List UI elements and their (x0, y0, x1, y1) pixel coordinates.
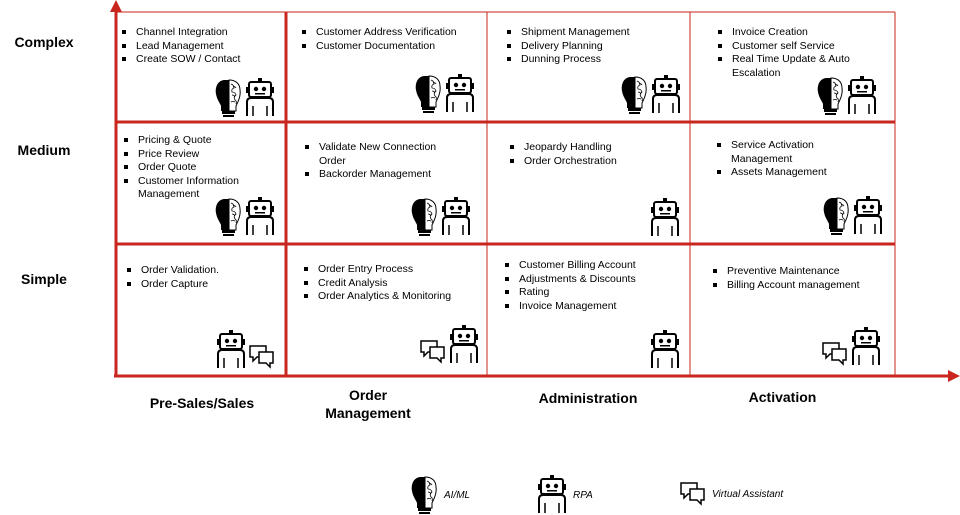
list-item: Create SOW / Contact (120, 53, 284, 67)
cell-complex-admin: Shipment Management Delivery Planning Du… (505, 26, 685, 67)
list-item: Customer Address Verification (300, 26, 485, 40)
list-item: Shipment Management (505, 26, 685, 40)
list-item: Jeopardy Handling (508, 141, 683, 155)
list-item: Billing Account management (711, 279, 891, 293)
cell-icons (650, 198, 680, 238)
cell-simple-admin: Customer Billing Account Adjustments & D… (503, 259, 683, 313)
row-label-medium: Medium (17, 142, 71, 158)
list-item: Customer Billing Account (503, 259, 683, 273)
cell-complex-activation: Invoice Creation Customer self Service R… (716, 26, 891, 80)
virtual-assistant-icon (680, 482, 705, 505)
rpa-robot-icon (851, 327, 881, 366)
list-item: Order Orchestration (508, 155, 683, 169)
legend-label-aiml: AI/ML (444, 489, 471, 501)
cell-icons (410, 197, 471, 237)
cell-complex-order: Customer Address Verification Customer D… (300, 26, 485, 53)
rpa-robot-icon (441, 197, 471, 236)
cell-icons (816, 76, 877, 116)
list-item: Order Validation. (125, 264, 283, 278)
col-label-administration: Administration (538, 390, 638, 406)
cell-medium-order: Validate New Connection Order Backorder … (303, 141, 453, 182)
ai-ml-icon (215, 79, 241, 118)
rpa-robot-icon (216, 330, 246, 369)
ai-ml-icon (215, 198, 241, 237)
rpa-robot-icon (537, 475, 567, 514)
list-item: Backorder Management (303, 168, 453, 182)
row-label-simple: Simple (21, 271, 67, 287)
rpa-robot-icon (853, 196, 883, 235)
cell-simple-presales: Order Validation. Order Capture (125, 264, 283, 291)
cell-complex-presales: Channel Integration Lead Management Crea… (120, 26, 284, 67)
cell-icons (216, 330, 275, 370)
legend-item-virtual-assistant: Virtual Assistant (680, 481, 783, 507)
list-item: Customer Information Management (122, 175, 284, 202)
legend-item-aiml: AI/ML (410, 475, 470, 515)
row-label-complex: Complex (14, 34, 74, 50)
list-item: Invoice Management (503, 300, 683, 314)
cell-icons (214, 78, 275, 118)
virtual-assistant-icon (822, 342, 847, 365)
ai-ml-icon (817, 77, 843, 116)
rpa-robot-icon (847, 76, 877, 115)
legend: AI/ML RPA Virtual Assistant (0, 475, 960, 515)
list-item: Preventive Maintenance (711, 265, 891, 279)
col-label-order-management: Order Management (325, 387, 411, 421)
cell-icons (822, 327, 881, 367)
list-item: Order Entry Process (302, 263, 482, 277)
virtual-assistant-icon (249, 345, 274, 368)
legend-label-virtual-assistant: Virtual Assistant (712, 488, 784, 500)
virtual-assistant-icon (420, 340, 445, 363)
list-item: Order Quote (122, 161, 284, 175)
cell-icons (620, 75, 681, 115)
ai-ml-icon (621, 76, 647, 115)
list-item: Pricing & Quote (122, 134, 284, 148)
cell-icons (420, 325, 479, 365)
list-item: Order Analytics & Monitoring (302, 290, 482, 304)
rpa-robot-icon (245, 197, 275, 236)
rpa-robot-icon (445, 74, 475, 113)
cell-medium-admin: Jeopardy Handling Order Orchestration (508, 141, 683, 168)
y-axis-arrow (110, 0, 122, 12)
list-item: Delivery Planning (505, 40, 685, 54)
rpa-robot-icon (650, 330, 680, 369)
list-item: Customer Documentation (300, 40, 485, 54)
ai-ml-icon (411, 198, 437, 237)
rpa-robot-icon (449, 325, 479, 364)
ai-ml-icon (415, 75, 441, 114)
x-axis-arrow (948, 370, 960, 382)
list-item: Adjustments & Discounts (503, 273, 683, 287)
legend-item-rpa: RPA (537, 475, 593, 515)
list-item: Price Review (122, 148, 284, 162)
rpa-robot-icon (650, 198, 680, 237)
list-item: Invoice Creation (716, 26, 891, 40)
cell-medium-activation: Service Activation Management Assets Man… (715, 139, 845, 180)
cell-simple-order: Order Entry Process Credit Analysis Orde… (302, 263, 482, 304)
cell-icons (650, 330, 680, 370)
cell-icons (822, 196, 883, 236)
col-label-activation: Activation (748, 389, 817, 405)
cell-medium-presales: Pricing & Quote Price Review Order Quote… (122, 134, 284, 202)
cell-icons (414, 74, 475, 114)
list-item: Dunning Process (505, 53, 685, 67)
list-item: Rating (503, 286, 683, 300)
ai-ml-icon (411, 476, 437, 515)
list-item: Assets Management (715, 166, 845, 180)
rpa-robot-icon (245, 78, 275, 117)
list-item: Validate New Connection Order (303, 141, 453, 168)
legend-label-rpa: RPA (573, 489, 593, 501)
list-item: Order Capture (125, 278, 283, 292)
cell-icons (214, 197, 275, 237)
list-item: Channel Integration (120, 26, 284, 40)
list-item: Lead Management (120, 40, 284, 54)
list-item: Real Time Update & Auto Escalation (716, 53, 891, 80)
ai-ml-icon (823, 197, 849, 236)
cell-simple-activation: Preventive Maintenance Billing Account m… (711, 265, 891, 292)
list-item: Customer self Service (716, 40, 891, 54)
list-item: Service Activation Management (715, 139, 845, 166)
list-item: Credit Analysis (302, 277, 482, 291)
col-label-presales: Pre-Sales/Sales (149, 395, 255, 411)
rpa-robot-icon (651, 75, 681, 114)
